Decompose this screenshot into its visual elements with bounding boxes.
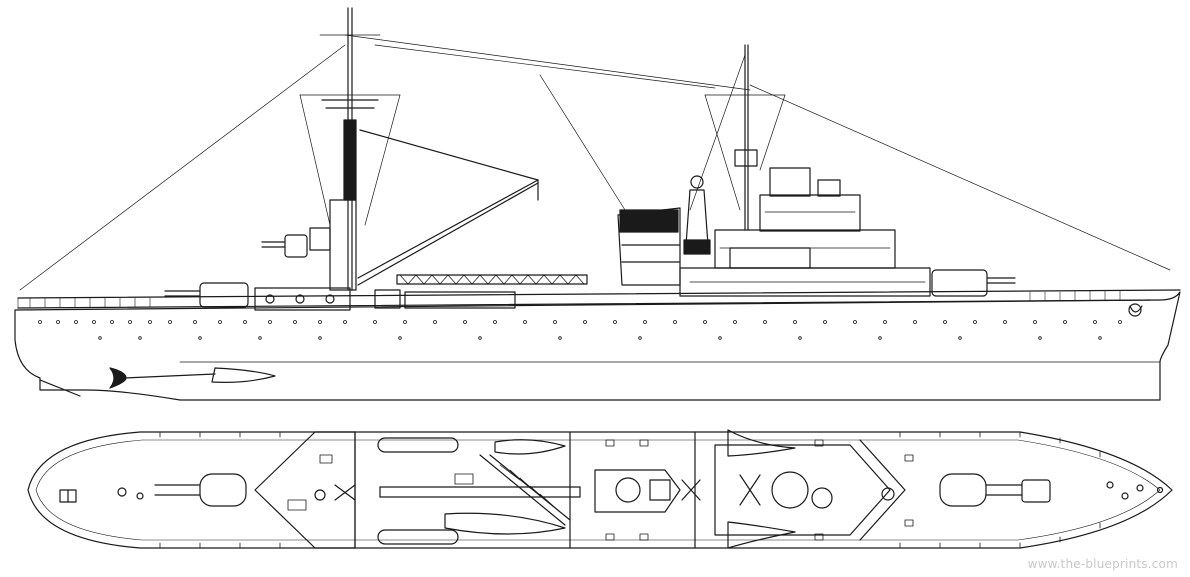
turret-aft <box>164 282 249 308</box>
aft-turret-plan <box>59 473 247 507</box>
side-profile-view <box>14 7 1181 401</box>
hull <box>14 291 1181 401</box>
propeller-shaft <box>109 367 276 389</box>
crane-boom <box>357 129 539 286</box>
catapult <box>374 274 588 309</box>
searchlight-tower <box>683 175 711 255</box>
anchor <box>1128 303 1143 317</box>
funnel <box>617 207 681 286</box>
turret-forward <box>931 269 1016 297</box>
funnel-plan <box>594 469 701 513</box>
catapult-plan <box>379 454 581 526</box>
superstructure-plan <box>254 431 906 549</box>
forward-turret-plan <box>939 473 1164 507</box>
deck-ticks <box>159 431 1101 549</box>
portholes <box>38 320 1122 340</box>
aft-superstructure <box>679 167 931 297</box>
bridge-plan <box>314 471 895 509</box>
deck-outline <box>27 431 1173 549</box>
foremast <box>309 7 379 291</box>
watermark: www.the-blueprints.com <box>1027 557 1178 571</box>
mainmast <box>734 44 758 231</box>
deck-fittings <box>287 439 914 541</box>
boats <box>377 429 796 549</box>
rigging-wires <box>19 34 1171 291</box>
plan-view <box>27 429 1173 549</box>
secondary-gun-mount <box>254 234 351 311</box>
